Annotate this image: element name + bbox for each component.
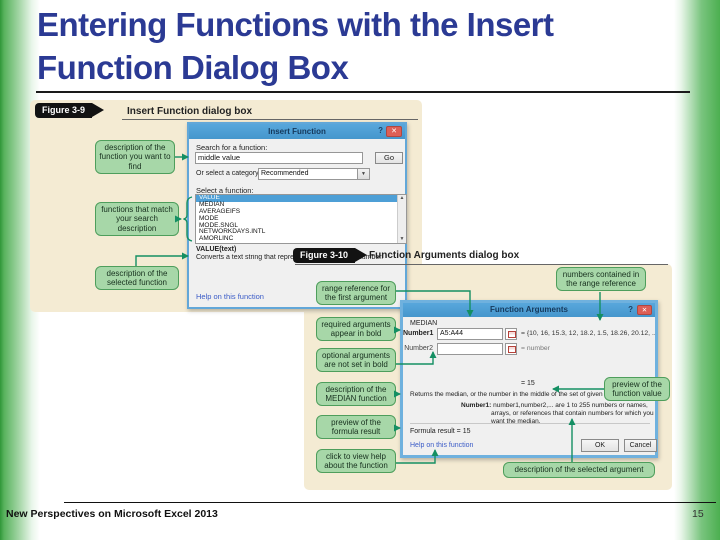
number2-input[interactable] (437, 343, 503, 355)
figure39-label: Figure 3-9 (35, 103, 105, 118)
callout-search-description: description of the function you want to … (95, 140, 175, 174)
scrollbar[interactable]: ▲ ▼ (397, 195, 406, 243)
callout-optional-arguments: optional arguments are not set in bold (316, 348, 396, 372)
number2-preview: = number (521, 345, 550, 352)
selected-function-signature: VALUE(text) (196, 246, 237, 253)
function-listbox: VALUE MEDIAN AVERAGEIFS MODE MODE.SNGL N… (195, 194, 407, 244)
callout-help-link: click to view help about the function (316, 449, 396, 473)
figure39-caption-rule (122, 119, 418, 120)
cancel-button[interactable]: Cancel (624, 439, 657, 452)
scroll-up-icon[interactable]: ▲ (399, 195, 405, 201)
callout-formula-result-preview: preview of the formula result (316, 415, 396, 439)
page-title: Entering Functions with the Insert Funct… (37, 6, 554, 86)
scroll-down-icon[interactable]: ▼ (399, 236, 405, 242)
help-icon[interactable]: ? (378, 126, 383, 135)
number2-label: Number2 (404, 345, 433, 352)
callout-function-value-preview: preview of the function value (604, 377, 670, 401)
argument-description: Number1: number1,number2,... are 1 to 25… (461, 402, 654, 426)
help-on-function-link[interactable]: Help on this function (196, 292, 264, 301)
number1-label: Number1 (403, 330, 434, 337)
formula-result: Formula result = 15 (410, 428, 471, 435)
help-on-function-link[interactable]: Help on this function (410, 442, 474, 449)
number1-input[interactable]: A5:A44 (437, 328, 503, 340)
figure310-caption: Function Arguments dialog box (369, 250, 520, 261)
select-function-label: Select a function: (196, 186, 254, 195)
function-list-item[interactable]: AVERAGEIFS (199, 207, 241, 215)
help-icon[interactable]: ? (628, 305, 633, 314)
category-label: Or select a category: (196, 170, 261, 177)
footer-rule (64, 502, 716, 503)
function-list-item[interactable]: AMORLINC (199, 235, 234, 243)
function-list-item[interactable]: MODE.SNGL (199, 221, 239, 229)
function-list-item[interactable]: NETWORKDAYS.INTL (199, 228, 266, 236)
callout-matching-functions: functions that match your search descrip… (95, 202, 179, 236)
callout-numbers-in-range: numbers contained in the range reference (556, 267, 646, 291)
function-list-item[interactable]: VALUE (196, 195, 406, 202)
collapse-dialog-icon[interactable] (505, 343, 517, 355)
argument-name: Number1: (461, 402, 492, 409)
search-label: Search for a function: (196, 143, 268, 152)
function-list-item[interactable]: MODE (199, 214, 219, 222)
dialog-title-bar: Insert Function (189, 124, 405, 139)
callout-required-arguments: required arguments appear in bold (316, 317, 396, 341)
function-name: MEDIAN (410, 320, 438, 327)
page-number: 15 (692, 508, 704, 520)
function-list-item[interactable]: MEDIAN (199, 200, 225, 208)
collapse-dialog-icon[interactable] (505, 328, 517, 340)
function-description: Returns the median, or the number in the… (410, 391, 632, 398)
footer-text: New Perspectives on Microsoft Excel 2013 (6, 508, 218, 520)
dialog-title-bar: Function Arguments (403, 303, 655, 317)
figure39-caption: Insert Function dialog box (127, 106, 252, 117)
divider (410, 423, 650, 424)
callout-range-reference: range reference for the first argument (316, 281, 396, 305)
function-value-preview: = 15 (521, 380, 535, 387)
close-icon[interactable]: ✕ (386, 126, 402, 137)
figure310-caption-rule (295, 264, 668, 265)
search-input[interactable]: middle value (195, 152, 363, 164)
callout-selected-function-description: description of the selected function (95, 266, 179, 290)
selected-function-description: Converts a text string that represents a… (196, 254, 384, 261)
number1-preview: = {10, 16, 15.3, 12, 18.2, 1.5, 18.26, 2… (521, 330, 655, 337)
chevron-down-icon[interactable]: ▼ (357, 169, 369, 179)
callout-median-description: description of the MEDIAN function (316, 382, 396, 406)
insert-function-dialog: Insert Function ? ✕ Search for a functio… (187, 122, 407, 309)
callout-argument-description: description of the selected argument (503, 462, 655, 478)
title-underline (36, 91, 690, 93)
category-value: Recommended (261, 170, 309, 177)
figure310-label: Figure 3-10 (293, 248, 368, 263)
go-button[interactable]: Go (375, 152, 403, 164)
right-green-edge (674, 0, 720, 540)
ok-button[interactable]: OK (581, 439, 619, 452)
category-select[interactable]: Recommended ▼ (258, 168, 370, 180)
close-icon[interactable]: ✕ (637, 305, 652, 315)
